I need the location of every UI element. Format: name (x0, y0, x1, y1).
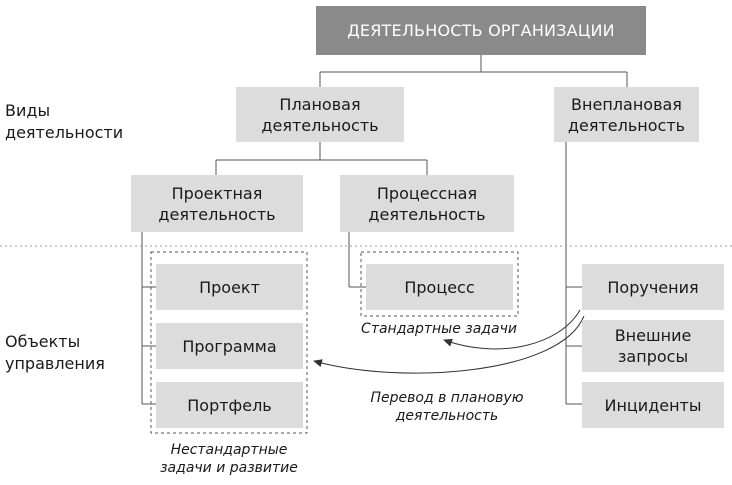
incidents-box: Инциденты (582, 382, 724, 428)
activity-types-label: Виды деятельности (5, 101, 124, 142)
portfolio-box: Портфель (156, 382, 303, 428)
program-box: Программа (156, 323, 303, 369)
organization-activity-title: ДЕЯТЕЛЬНОСТЬ ОРГАНИЗАЦИИ (347, 21, 615, 40)
project-label: Проект (199, 277, 260, 297)
program-label: Программа (182, 336, 277, 356)
process-box: Процесс (366, 264, 513, 310)
non-standard-tasks-caption: Нестандартные задачи и развитие (160, 442, 298, 476)
incidents-label: Инциденты (604, 395, 702, 415)
arrow-to-standard-tasks (443, 309, 581, 350)
standard-tasks-caption: Стандартные задачи (361, 321, 517, 337)
arrow-to-non-standard-tasks (313, 315, 585, 374)
project-box: Проект (156, 264, 303, 310)
project-activity-box: Проектная деятельность (131, 175, 303, 232)
assignments-box: Поручения (582, 264, 724, 310)
transfer-to-planned-caption: Перевод в плановую деятельность (370, 390, 524, 424)
organization-activity-box: ДЕЯТЕЛЬНОСТЬ ОРГАНИЗАЦИИ (316, 6, 646, 55)
standard-group-frame (360, 251, 519, 317)
process-label: Процесс (404, 277, 475, 297)
external-requests-box: Внешние запросы (582, 320, 724, 372)
unplanned-activity-box: Внеплановая деятельность (554, 87, 699, 142)
process-activity-box: Процессная деятельность (340, 175, 514, 232)
planned-activity-box: Плановая деятельность (236, 87, 404, 142)
assignments-label: Поручения (607, 277, 699, 297)
non-standard-group-frame (150, 251, 308, 434)
management-objects-label: Объекты управления (5, 332, 105, 373)
portfolio-label: Портфель (187, 395, 272, 415)
